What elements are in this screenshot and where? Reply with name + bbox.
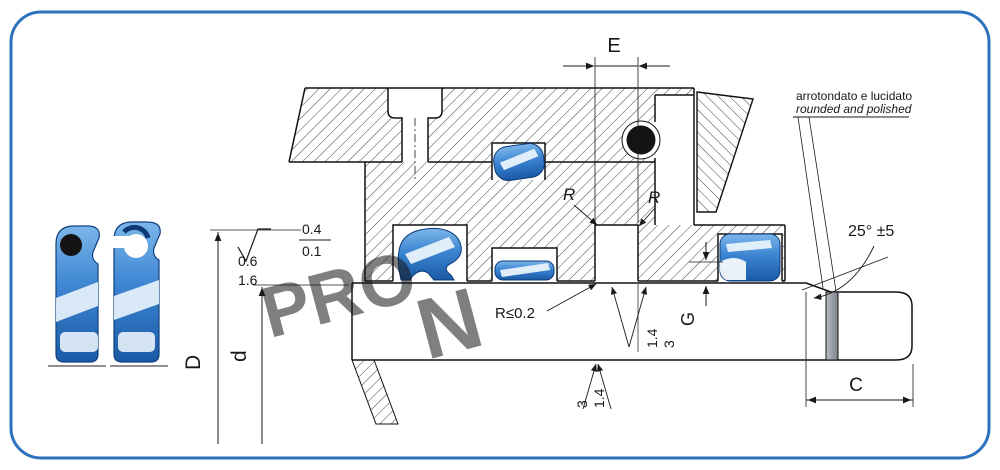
seal2-highlight: [114, 280, 159, 320]
installed-seal-4-stripe: [726, 240, 772, 252]
channel: [655, 95, 694, 225]
roughness-frac-bottom: 0.1: [302, 243, 322, 259]
seal1-highlight: [56, 282, 98, 322]
dim-G-label: G: [678, 312, 698, 326]
chamfer-upper-first: 1.4: [644, 328, 660, 348]
dim-G: G: [678, 242, 723, 326]
angle-label: 25° ±5: [848, 223, 894, 240]
roughness-check: 0.6 1.6: [237, 228, 271, 288]
seal-profile-1: [48, 225, 106, 367]
rod-break-hatch: [351, 359, 399, 425]
dim-d-label: d: [228, 350, 251, 362]
oring-dot: [60, 234, 82, 256]
chamfer-upper: 1.4 3: [610, 284, 677, 352]
installed-seal-1-stripe: [405, 237, 455, 264]
radius-callouts: R R: [563, 185, 660, 227]
static-seal: [493, 142, 545, 182]
roughness-fraction: 0.4 0.1: [299, 221, 331, 259]
dim-e-label: E: [607, 35, 620, 57]
dim-e: E: [563, 35, 670, 223]
dim-D: D: [182, 229, 301, 444]
dim-C-label: C: [849, 375, 863, 396]
rod-shaft: [351, 282, 913, 425]
surface-note-english: rounded and polished: [796, 102, 912, 116]
seal1-lower-band: [60, 332, 98, 352]
radius-max-callout: R≤0.2: [495, 283, 597, 322]
dim-d: d: [228, 284, 349, 444]
radius-right-label: R: [648, 188, 660, 207]
chamfer-lower-first: 3: [574, 400, 590, 408]
installed-seals: [397, 142, 781, 282]
polished-band: [825, 291, 839, 361]
static-seal-stripe: [499, 148, 539, 171]
oring-section-dot: [626, 125, 656, 155]
dimension-annotations: E R R arrotondato e lucidato rounded and…: [182, 35, 914, 444]
radius-left-label: R: [563, 185, 575, 204]
roughness-check-bottom: 1.6: [238, 272, 258, 288]
groove-3-dimensioned: [595, 225, 638, 281]
seal-profile-views: [48, 221, 168, 367]
installed-seal-4-notch: [719, 258, 746, 280]
surface-note: arrotondato e lucidato rounded and polis…: [793, 89, 912, 292]
seal2-notch-opening: [112, 236, 134, 248]
housing-outline: [288, 87, 786, 282]
seal2-lip-hook: [122, 224, 151, 239]
surface-note-italian: arrotondato e lucidato: [796, 89, 912, 103]
installed-seal-2-stripe: [500, 263, 550, 277]
chamfer-upper-second: 3: [661, 340, 677, 348]
seal2-lower-band: [118, 332, 155, 352]
roughness-check-icon: [237, 228, 271, 263]
roughness-check-top: 0.6: [238, 253, 258, 269]
seal-profile-2: [110, 221, 168, 367]
radius-max-label: R≤0.2: [495, 305, 535, 322]
wedge-ring: [696, 91, 754, 213]
dim-C: C: [805, 292, 914, 407]
angle-callout: 25° ±5: [801, 223, 894, 300]
rod-outline: [351, 282, 913, 361]
roughness-frac-top: 0.4: [302, 221, 322, 237]
dim-D-label: D: [182, 355, 205, 370]
chamfer-lower-second: 1.4: [591, 388, 607, 408]
chamfer-lower: 3 1.4: [574, 363, 612, 410]
